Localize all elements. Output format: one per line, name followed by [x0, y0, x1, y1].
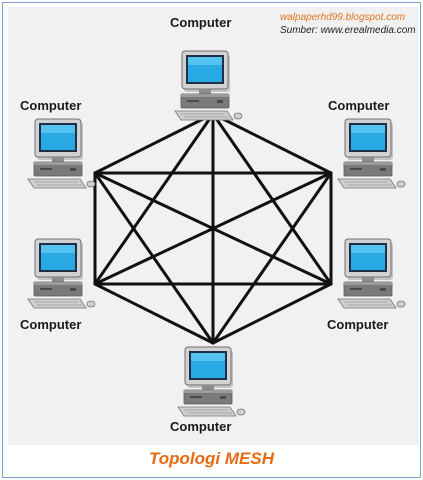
- link-upperleft-bottom: [93, 171, 215, 345]
- node-label-lower-left: Computer: [20, 317, 82, 332]
- link-top-upperleft: [93, 112, 215, 175]
- computer-icon: [177, 346, 246, 417]
- link-top-upperright: [211, 112, 333, 175]
- link-top-lowerleft: [93, 112, 215, 286]
- mesh-diagram-canvas: [27, 50, 406, 417]
- computer-icon: [337, 238, 406, 309]
- computer-icon: [174, 50, 243, 121]
- computer-icon: [337, 118, 406, 189]
- node-label-lower-right: Computer: [327, 317, 389, 332]
- link-lowerleft-bottom: [93, 282, 215, 345]
- source-credit: Sumber: www.erealmedia.com: [280, 25, 416, 36]
- diagram-caption: Topologi MESH: [149, 449, 274, 468]
- mesh-diagram: Computer Computer Computer Computer Comp…: [8, 7, 418, 445]
- node-label-top: Computer: [170, 15, 232, 30]
- watermark-text: walpaperhd99.blogspot.com: [280, 12, 406, 23]
- link-top-lowerright: [211, 112, 333, 286]
- computer-icon: [27, 118, 96, 189]
- computer-icon: [27, 238, 96, 309]
- mesh-links: [93, 112, 333, 345]
- node-label-bottom: Computer: [170, 419, 232, 434]
- link-lowerright-bottom: [211, 282, 333, 345]
- link-upperright-lowerleft: [93, 171, 333, 286]
- node-label-upper-left: Computer: [20, 98, 82, 113]
- node-label-upper-right: Computer: [328, 98, 390, 113]
- link-upperright-bottom: [211, 171, 333, 345]
